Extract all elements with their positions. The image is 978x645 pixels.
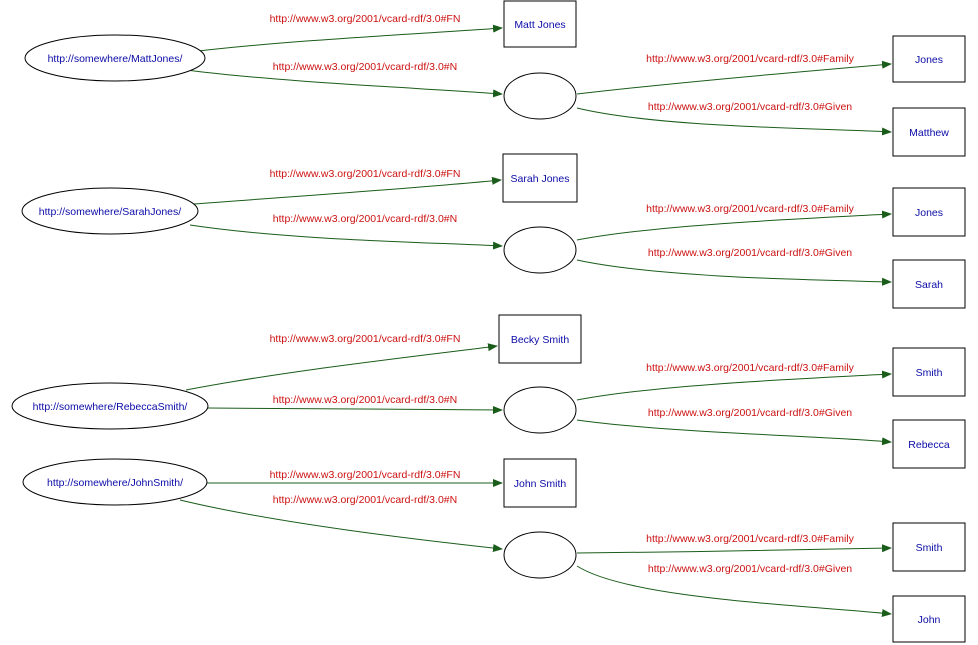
nodes-layer: http://somewhere/MattJones/Matt JonesJon… [11, 0, 966, 643]
given-name-node [892, 259, 966, 309]
edge-label-given: http://www.w3.org/2001/vcard-rdf/3.0#Giv… [648, 563, 852, 575]
edge-label-given: http://www.w3.org/2001/vcard-rdf/3.0#Giv… [648, 407, 852, 419]
edge-labels-layer: http://www.w3.org/2001/vcard-rdf/3.0#FN h… [270, 13, 855, 575]
family-name-node-label: Jones [915, 54, 943, 66]
edge-family [576, 210, 892, 241]
edge-n [189, 224, 503, 250]
edge-given [576, 565, 892, 617]
subject-node [22, 458, 208, 506]
full-name-node-label: Matt Jones [514, 19, 565, 31]
full-name-node-label: Becky Smith [511, 334, 570, 346]
blank-node [503, 72, 577, 120]
family-name-node [892, 187, 966, 237]
given-name-node [892, 419, 966, 469]
given-name-node [892, 107, 966, 157]
subject-node-label: http://somewhere/RebeccaSmith/ [33, 401, 188, 413]
full-name-node [503, 0, 577, 48]
edge-label-n: http://www.w3.org/2001/vcard-rdf/3.0#N [273, 61, 457, 73]
family-name-node [892, 347, 966, 397]
full-name-node [502, 153, 578, 203]
family-name-node-label: Smith [916, 542, 943, 554]
edge-given [576, 107, 892, 136]
edge-given [576, 259, 892, 286]
family-name-node-label: Jones [915, 207, 943, 219]
edge-label-n: http://www.w3.org/2001/vcard-rdf/3.0#N [273, 213, 457, 225]
edge-n [207, 405, 503, 414]
given-name-node-label: Matthew [909, 127, 949, 139]
given-name-node-label: Rebecca [908, 439, 950, 451]
blank-node [503, 226, 577, 274]
subject-node [11, 382, 209, 430]
subject-node-label: http://somewhere/MattJones/ [48, 53, 183, 65]
edge-label-n: http://www.w3.org/2001/vcard-rdf/3.0#N [273, 394, 457, 406]
full-name-node [503, 458, 577, 508]
edge-family [576, 60, 892, 95]
edge-label-fn: http://www.w3.org/2001/vcard-rdf/3.0#FN [270, 13, 461, 25]
edge-family [576, 370, 892, 401]
family-name-node [892, 35, 966, 83]
edge-given [576, 419, 892, 446]
edge-family [576, 544, 892, 554]
edge-n [179, 499, 503, 552]
edges-layer [179, 24, 892, 617]
edge-label-given: http://www.w3.org/2001/vcard-rdf/3.0#Giv… [648, 101, 852, 113]
family-name-node-label: Smith [916, 367, 943, 379]
blank-node [503, 531, 577, 579]
edge-label-given: http://www.w3.org/2001/vcard-rdf/3.0#Giv… [648, 247, 852, 259]
subject-node-label: http://somewhere/SarahJones/ [39, 206, 181, 218]
edge-fn [185, 343, 498, 391]
edge-n [185, 69, 503, 98]
subject-node-label: http://somewhere/JohnSmith/ [47, 477, 183, 489]
edge-fn [189, 24, 503, 53]
full-name-node-label: Sarah Jones [511, 173, 570, 185]
edge-label-family: http://www.w3.org/2001/vcard-rdf/3.0#Fam… [646, 203, 855, 215]
given-name-node-label: Sarah [915, 279, 943, 291]
given-name-node-label: John [918, 614, 941, 626]
edge-label-family: http://www.w3.org/2001/vcard-rdf/3.0#Fam… [646, 362, 855, 374]
edge-label-fn: http://www.w3.org/2001/vcard-rdf/3.0#FN [270, 168, 461, 180]
full-name-node [498, 314, 582, 364]
edge-label-n: http://www.w3.org/2001/vcard-rdf/3.0#N [273, 494, 457, 506]
edge-label-family: http://www.w3.org/2001/vcard-rdf/3.0#Fam… [646, 53, 855, 65]
subject-node [21, 187, 199, 235]
edge-label-fn: http://www.w3.org/2001/vcard-rdf/3.0#FN [270, 469, 461, 481]
full-name-node-label: John Smith [514, 478, 567, 490]
blank-node [503, 386, 577, 434]
edge-fn [193, 176, 502, 205]
given-name-node [892, 595, 966, 643]
family-name-node [892, 522, 966, 572]
edge-label-family: http://www.w3.org/2001/vcard-rdf/3.0#Fam… [646, 533, 855, 545]
edge-label-fn: http://www.w3.org/2001/vcard-rdf/3.0#FN [270, 333, 461, 345]
subject-node [24, 34, 206, 82]
